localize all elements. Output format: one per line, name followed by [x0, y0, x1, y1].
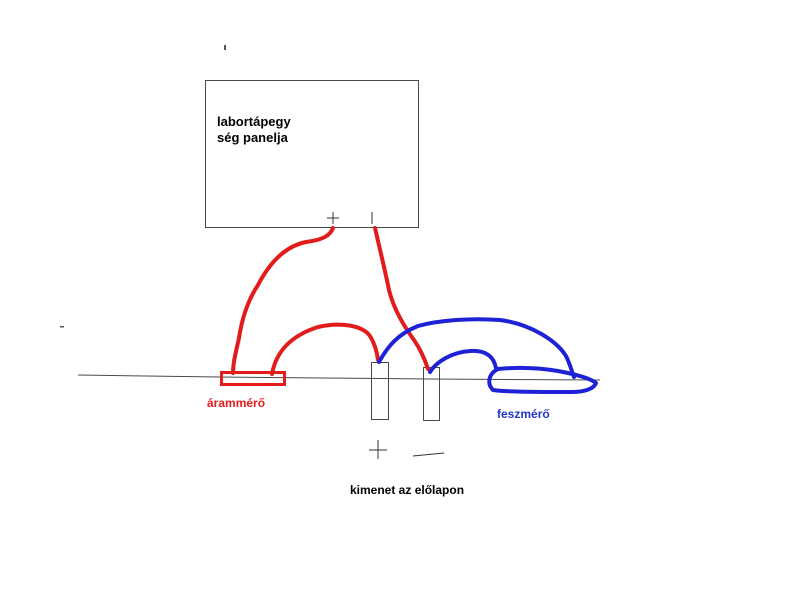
red-wire-ammeter-to-output [270, 322, 380, 376]
stray-mark [60, 326, 64, 328]
output-label: kimenet az előlapon [350, 483, 464, 497]
output-plus-sign [369, 440, 387, 459]
voltmeter-label: feszmérő [497, 407, 550, 421]
ammeter-label: árammérő [207, 396, 265, 410]
blue-wire-minus-to-voltmeter [428, 348, 498, 374]
ammeter-box [220, 371, 286, 386]
panel-label-line2: ség panelja [217, 130, 289, 145]
red-wire-plus-to-ammeter [231, 226, 335, 375]
red-wire-minus-to-output [373, 226, 430, 371]
stray-mark [224, 45, 226, 50]
output-terminal-plus [371, 362, 389, 420]
panel-plus-terminal [327, 212, 339, 224]
output-terminal-minus [423, 367, 440, 421]
voltmeter-shape [487, 365, 598, 394]
baseline [77, 374, 601, 381]
panel-label-line1: labortápegy [217, 114, 291, 129]
power-supply-panel [205, 80, 419, 228]
blue-wire-plus-to-voltmeter [377, 317, 576, 379]
output-minus-sign [412, 452, 445, 457]
